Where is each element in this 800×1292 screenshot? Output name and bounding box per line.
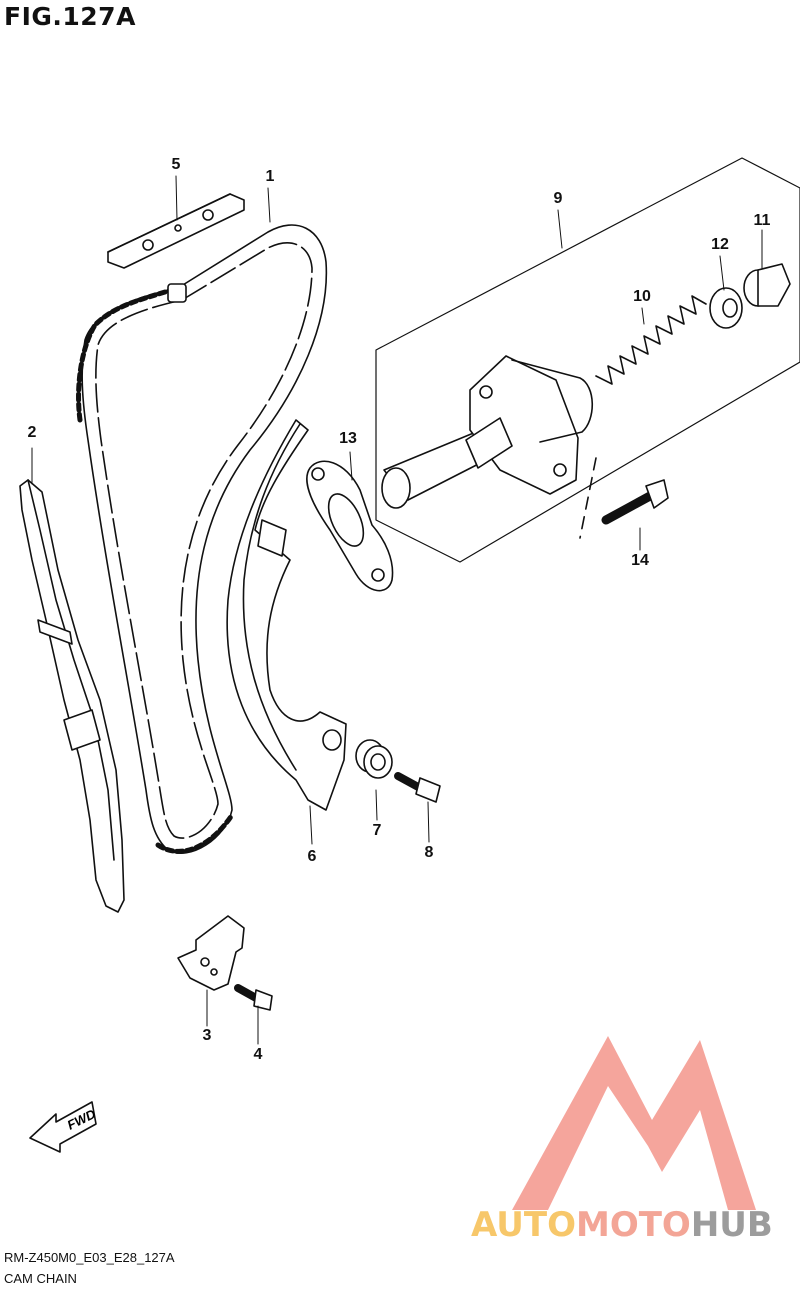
callout-11: 11 [753, 212, 771, 229]
gasket[interactable] [306, 460, 394, 592]
plug-bolt[interactable] [743, 263, 791, 307]
diagram-name: CAM CHAIN [4, 1271, 77, 1286]
callout-2: 2 [27, 424, 37, 441]
watermark-text: AUTOMOTOHUB [471, 1205, 773, 1245]
chain-guide-plate[interactable] [107, 193, 245, 269]
washer[interactable] [709, 287, 743, 329]
bolt-part-4[interactable] [234, 984, 273, 1011]
cam-chain[interactable] [76, 224, 328, 854]
callout-8: 8 [424, 844, 434, 861]
callout-13: 13 [339, 430, 357, 447]
leader-lines [31, 175, 763, 1045]
chain-guide-front[interactable] [19, 479, 125, 913]
callout-3: 3 [202, 1027, 212, 1044]
callout-5: 5 [171, 156, 181, 173]
callout-1: 1 [265, 168, 275, 185]
fwd-arrow-icon [29, 1101, 97, 1153]
callout-14: 14 [631, 552, 649, 569]
bolt-part-8[interactable] [394, 772, 441, 803]
figure-title: FIG.127A [4, 2, 136, 31]
watermark-logo-icon [512, 1036, 756, 1210]
callout-9: 9 [553, 190, 563, 207]
chain-tensioner-guide[interactable] [226, 419, 347, 811]
callout-7: 7 [372, 822, 382, 839]
tensioner-body[interactable] [381, 355, 593, 509]
spring[interactable] [595, 295, 707, 385]
bush-part-7[interactable] [355, 739, 393, 779]
callout-10: 10 [633, 288, 651, 305]
bolt-part-14[interactable] [601, 479, 669, 525]
bracket[interactable] [177, 915, 245, 991]
callout-6: 6 [307, 848, 317, 865]
callout-4: 4 [253, 1046, 263, 1063]
callout-12: 12 [711, 236, 729, 253]
diagram-code: RM-Z450M0_E03_E28_127A [4, 1250, 175, 1265]
tensioner-assembly-frame [375, 157, 800, 563]
